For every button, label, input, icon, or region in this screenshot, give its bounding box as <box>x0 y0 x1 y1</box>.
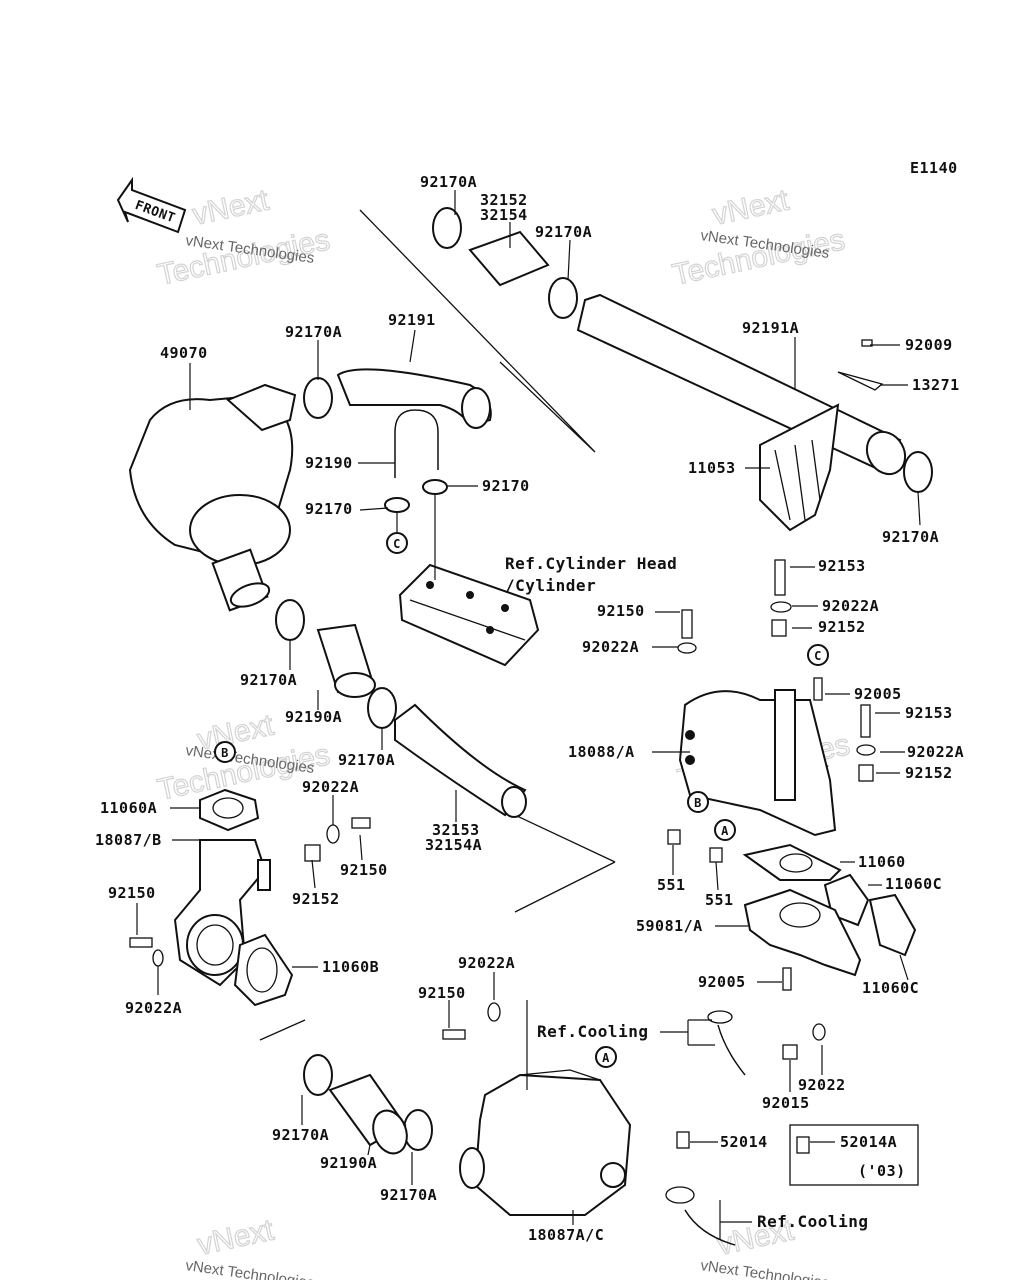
part-label: 32154A <box>425 836 482 854</box>
part-label: 92170A <box>272 1126 329 1144</box>
part-label: Ref.Cylinder Head <box>505 554 677 573</box>
part-label: 92005 <box>854 685 902 703</box>
muffler-49070 <box>128 383 297 612</box>
part-label: 11060A <box>100 799 157 817</box>
part-label: 92150 <box>418 984 466 1002</box>
svg-text:vNext Technologies: vNext Technologies <box>699 1257 830 1280</box>
part-label: 92009 <box>905 336 953 354</box>
part-label: 92170 <box>305 500 353 518</box>
part-label: 11060B <box>322 958 379 976</box>
part-label: 92152 <box>292 890 340 908</box>
part-label: 92191A <box>742 319 799 337</box>
part-label: 59081/A <box>636 917 703 935</box>
part-label: 11060C <box>885 875 942 893</box>
part-label: 32153 <box>432 821 480 839</box>
part-label: 18088/A <box>568 743 635 761</box>
part-label: 18087A/C <box>528 1226 604 1244</box>
part-label: 92015 <box>762 1094 810 1112</box>
part-label: 18087/B <box>95 831 162 849</box>
part-label: /Cylinder <box>505 576 596 595</box>
svg-text:C: C <box>393 537 401 551</box>
part-label: 32152 <box>480 191 528 209</box>
svg-text:A: A <box>721 824 729 838</box>
part-label: 92022A <box>822 597 879 615</box>
part-label: 52014 <box>720 1133 768 1151</box>
part-label: 551 <box>657 876 686 894</box>
part-label: 92153 <box>818 557 866 575</box>
svg-text:vNext: vNext <box>195 1213 278 1261</box>
part-label: 92150 <box>597 602 645 620</box>
diagram-code: E1140 <box>910 159 958 177</box>
svg-text:vNext: vNext <box>190 183 273 231</box>
part-label: 92170A <box>882 528 939 546</box>
part-label: 92170A <box>420 173 477 191</box>
part-label: 92170 <box>482 477 530 495</box>
svg-text:C: C <box>814 649 822 663</box>
part-label: 92152 <box>818 618 866 636</box>
parts-art <box>128 207 933 1246</box>
part-label: Ref.Cooling <box>757 1212 868 1231</box>
part-label: 92152 <box>905 764 953 782</box>
part-label: 92170A <box>285 323 342 341</box>
part-label: 92170A <box>535 223 592 241</box>
part-label: 92190A <box>320 1154 377 1172</box>
part-label: 92022A <box>582 638 639 656</box>
part-label: 52014A <box>840 1133 897 1151</box>
part-label: 32154 <box>480 206 528 224</box>
part-label: 11060 <box>858 853 906 871</box>
part-label: 92170A <box>338 751 395 769</box>
part-label: 92190 <box>305 454 353 472</box>
part-label: 92005 <box>698 973 746 991</box>
part-label: 92022A <box>302 778 359 796</box>
part-label: 11060C <box>862 979 919 997</box>
part-label: 551 <box>705 891 734 909</box>
part-label: ('03) <box>858 1162 906 1180</box>
part-label: 13271 <box>912 376 960 394</box>
svg-text:B: B <box>221 746 229 760</box>
svg-text:B: B <box>694 796 702 810</box>
part-label: 92150 <box>340 861 388 879</box>
part-label: 92022A <box>907 743 964 761</box>
part-label: 49070 <box>160 344 208 362</box>
part-label: 92170A <box>380 1186 437 1204</box>
part-label: 92153 <box>905 704 953 722</box>
part-label: 92191 <box>388 311 436 329</box>
part-label: 92022 <box>798 1076 846 1094</box>
part-labels: 92170A 32152 32154 92170A 49070 92170A 9… <box>95 173 964 1244</box>
svg-text:A: A <box>602 1051 610 1065</box>
svg-text:vNext: vNext <box>710 183 793 231</box>
front-arrow-icon: FRONT <box>116 176 187 234</box>
part-label: 92150 <box>108 884 156 902</box>
svg-text:vNext Technologies: vNext Technologies <box>184 1257 315 1280</box>
leader-lines <box>136 190 921 1240</box>
callout-markers: C C B A B A <box>214 532 829 1068</box>
part-label: 92022A <box>458 954 515 972</box>
part-label: 11053 <box>688 459 736 477</box>
part-label: 92190A <box>285 708 342 726</box>
part-label: 92022A <box>125 999 182 1017</box>
part-label: 92170A <box>240 671 297 689</box>
part-label: Ref.Cooling <box>537 1022 648 1041</box>
